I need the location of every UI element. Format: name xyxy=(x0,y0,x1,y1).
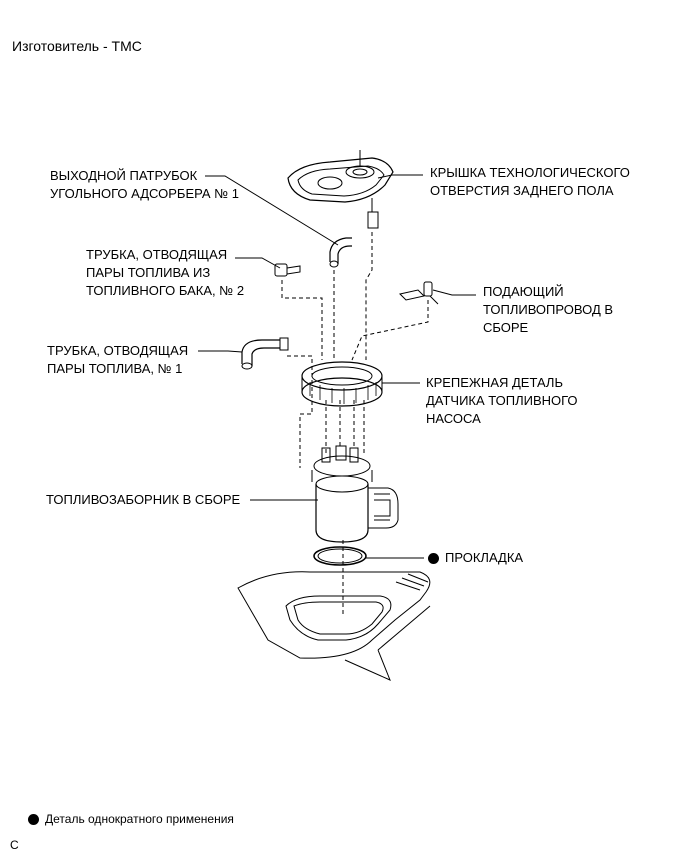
label-service-hole-cover: КРЫШКА ТЕХНОЛОГИЧЕСКОГО ОТВЕРСТИЯ ЗАДНЕГ… xyxy=(430,165,630,198)
label-fuel-main-tube: ПОДАЮЩИЙ ТОПЛИВОПРОВОД В СБОРЕ xyxy=(483,284,614,335)
manufacturer-header: Изготовитель - TMC xyxy=(12,38,142,54)
canister-outlet-pipe-part xyxy=(329,237,352,268)
service-hole-cover-part xyxy=(287,150,394,229)
fuel-tank-plate-part xyxy=(237,571,431,681)
label-canister-outlet-pipe: ВЫХОДНОЙ ПАТРУБОК УГОЛЬНОГО АДСОРБЕРА № … xyxy=(50,168,239,201)
pump-retainer-ring-part xyxy=(301,361,383,407)
fuel-suction-assembly-part xyxy=(311,445,399,543)
vent-tube-2-part xyxy=(274,263,301,277)
fuel-main-tube-part xyxy=(399,281,439,305)
filled-circle-icon xyxy=(28,813,39,825)
label-pump-retainer: КРЕПЕЖНАЯ ДЕТАЛЬ ДАТЧИКА ТОПЛИВНОГО НАСО… xyxy=(426,375,578,426)
figure-code: C xyxy=(10,838,19,852)
label-vent-tube-2: ТРУБКА, ОТВОДЯЩАЯ ПАРЫ ТОПЛИВА ИЗ ТОПЛИВ… xyxy=(86,247,245,298)
legend-text: Деталь однократного применения xyxy=(45,812,234,826)
non-reusable-marker-icon xyxy=(428,552,439,564)
leader-lines xyxy=(198,174,476,501)
vent-tube-1-part xyxy=(241,337,289,370)
label-gasket: ПРОКЛАДКА xyxy=(428,549,523,567)
assembly-dashed-lines xyxy=(281,232,429,615)
gasket-part xyxy=(313,546,424,566)
label-fuel-suction-assembly: ТОПЛИВОЗАБОРНИК В СБОРЕ xyxy=(46,492,241,507)
legend: Деталь однократного применения xyxy=(28,810,234,828)
label-vent-tube-1: ТРУБКА, ОТВОДЯЩАЯ ПАРЫ ТОПЛИВА, № 1 xyxy=(47,343,189,376)
